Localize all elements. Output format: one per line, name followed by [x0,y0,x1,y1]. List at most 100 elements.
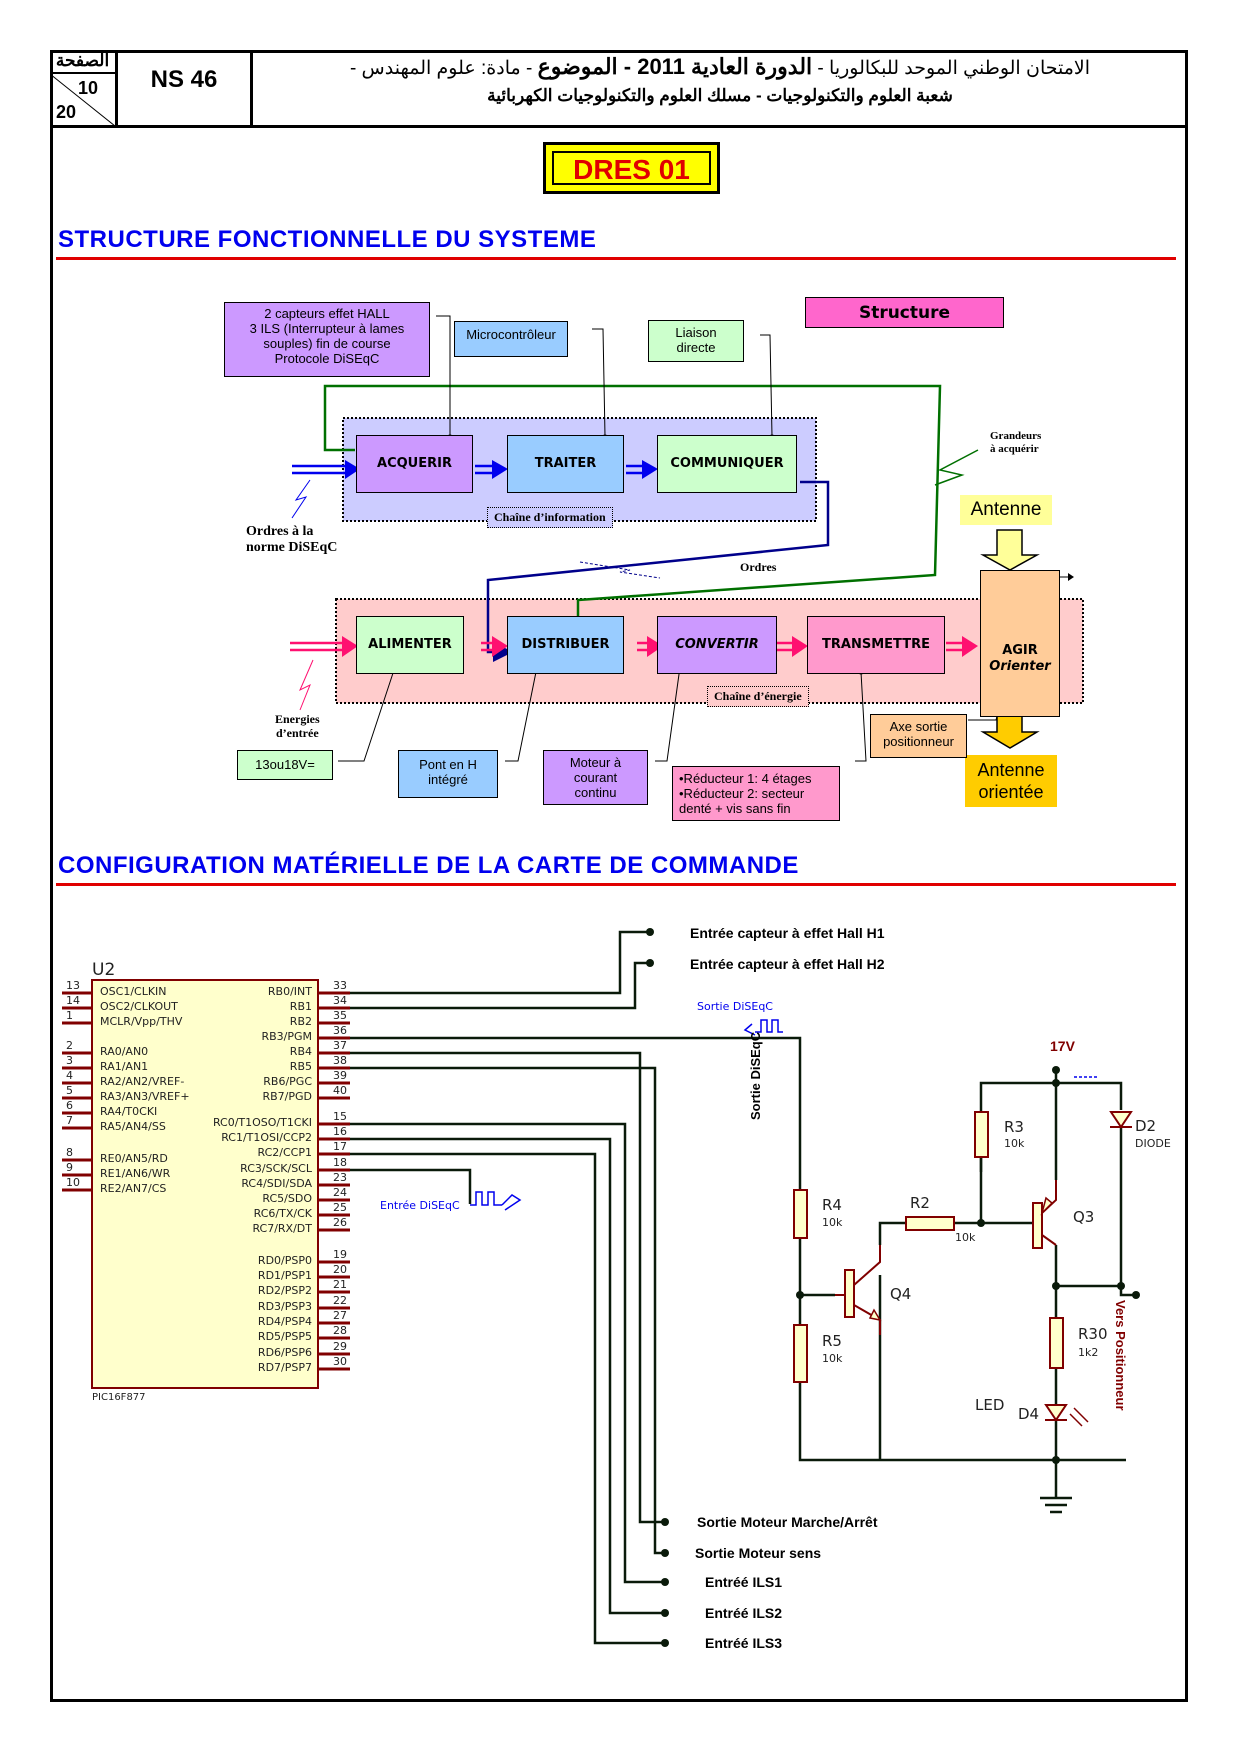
feedback-line [323,384,942,618]
q4-label: Q4 [890,1285,912,1303]
text-line: courant [573,770,618,785]
header-line1-a: الامتحان الوطني الموحد للبكالوريا - [812,58,1091,79]
pin-number: 5 [66,1084,73,1097]
pin-name: RE1/AN6/WR [100,1167,171,1180]
pin-name: RB6/PGC [263,1075,312,1088]
pin-name: RB5 [289,1060,312,1073]
resistor-r5 [793,1324,808,1383]
chip-name: PIC16F877 [92,1392,146,1403]
pin-name: RD2/PSP2 [257,1284,312,1297]
function-acquerir: ACQUERIR [356,435,473,493]
transistor-q4-base [844,1269,855,1318]
note-line: Protocole DiSEqC [274,351,380,366]
pin-number: 20 [333,1263,347,1276]
label-hall1: Entrée capteur à effet Hall H1 [690,925,885,941]
note-line: 2 capteurs effet HALL [264,306,390,321]
r30-ref: R30 [1078,1325,1108,1343]
label-entree-diseqc: Entrée DiSEqC [380,1199,460,1212]
note-liaison: Liaison directe [648,320,744,362]
pin-name: RD0/PSP0 [257,1254,312,1267]
transistor-q3-base [1032,1202,1043,1249]
pin-name: RC3/SCK/SCL [240,1162,312,1175]
function-alimenter: ALIMENTER [356,616,464,674]
function-distribuer: DISTRIBUER [507,616,624,674]
text-line: Axe sortie [889,719,948,734]
pin-name: RB0/INT [267,985,312,998]
pin-name: RC5/SDO [262,1192,312,1205]
label-sortie-diseqc-vertical: Sortie DiSEqC [748,1031,763,1120]
pin-number: 19 [333,1248,347,1261]
section-title-structure: STRUCTURE FONCTIONNELLE DU SYSTEME [58,226,597,253]
text-line: Pont en H [419,757,477,772]
energy-chain-label: Chaîne d’énergie [707,686,809,707]
note-pont: Pont en H intégré [398,750,498,798]
header-line1-bold: الدورة العادية 2011 - الموضوع [537,54,813,79]
pin-number: 7 [66,1114,73,1127]
doc-title-box: DRES 01 [543,142,720,194]
pin-number: 26 [333,1216,347,1229]
r2-ref: R2 [910,1194,930,1212]
resistor-r2 [905,1216,955,1231]
pin-name: RA5/AN4/SS [100,1120,166,1133]
pin-name: RD7/PSP7 [257,1361,312,1374]
pin-number: 38 [333,1054,347,1067]
page-number: 10 [78,78,99,98]
text-line: Ordres à la [246,524,314,539]
label-moteur-marche: Sortie Moteur Marche/Arrêt [697,1514,878,1530]
pin-number: 16 [333,1125,347,1138]
resistor-r3 [974,1111,989,1158]
r5-ref: R5 [822,1332,842,1350]
agir-label: AGIR [1002,643,1038,658]
pin-number: 40 [333,1084,347,1097]
resistor-r4 [793,1189,808,1239]
function-agir: AGIR Orienter [980,570,1060,717]
q3-label: Q3 [1073,1208,1095,1226]
pin-number: 34 [333,994,347,1007]
pin-number: 36 [333,1024,347,1037]
antenne-orientee-label: Antenne orientée [965,755,1057,807]
exam-code: NS 46 [118,50,253,125]
page-number-box: الصفحة 10 20 [50,50,118,126]
header-line2: شعبة العلوم والتكنولوجيات - مسلك العلوم … [487,86,953,105]
function-convertir: CONVERTIR [657,616,777,674]
pic-chip-body [91,979,319,1389]
note-axe: Axe sortie positionneur [870,714,967,758]
note-line: Liaison [675,325,717,340]
pin-number: 9 [66,1161,73,1174]
label-17v: 17V [1050,1038,1075,1054]
function-traiter: TRAITER [507,435,624,493]
text-line: Energies [275,712,320,726]
pin-number: 14 [66,994,80,1007]
pin-number: 4 [66,1069,73,1082]
pin-number: 13 [66,979,80,992]
section-rule [56,883,1176,886]
text-line: à acquérir [990,443,1039,455]
pin-number: 39 [333,1069,347,1082]
note-line: souples) fin de course [263,336,391,351]
pin-name: RB4 [289,1045,312,1058]
pin-number: 35 [333,1009,347,1022]
pin-name: RD6/PSP6 [257,1346,312,1359]
pin-name: RB2 [289,1015,312,1028]
text-line: denté + vis sans fin [679,801,791,816]
pin-name: RB7/PGD [262,1090,312,1103]
resistor-r30 [1049,1317,1064,1369]
pin-number: 33 [333,979,347,992]
pin-name: RB1 [289,1000,312,1013]
page-label: الصفحة [50,50,115,74]
note-moteur: Moteur à courant continu [543,750,648,805]
diode-d2 [1109,1111,1133,1129]
pin-name: RA4/T0CKI [100,1105,158,1118]
text-line: •Réducteur 2: secteur [679,786,805,801]
text-line: continu [574,785,617,800]
text-line: orientée [978,782,1044,802]
pin-number: 1 [66,1009,73,1022]
text-line: positionneur [883,734,954,749]
section-rule [56,257,1176,260]
label-ils3: Entréé ILS3 [705,1635,783,1651]
function-transmettre: TRANSMETTRE [807,616,945,674]
pin-name: RC6/TX/CK [253,1207,312,1220]
pin-number: 2 [66,1039,73,1052]
pin-name: RA1/AN1 [100,1060,149,1073]
pin-name: RE2/AN7/CS [100,1182,167,1195]
